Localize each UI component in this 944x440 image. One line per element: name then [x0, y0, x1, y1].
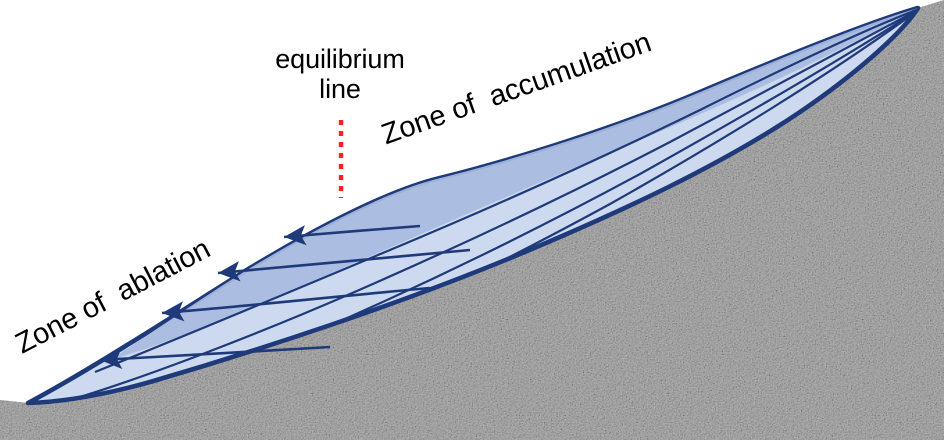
equilibrium-line-label: equilibrium line	[250, 44, 430, 104]
equilibrium-line-label-row1: equilibrium	[275, 44, 405, 74]
flow-line-1	[94, 8, 917, 374]
label-spacer	[478, 107, 493, 112]
flow-line-2	[69, 11, 915, 402]
flow-arrow-4	[99, 345, 331, 370]
flow-arrows	[99, 224, 471, 370]
accumulation-band	[110, 8, 918, 360]
equilibrium-line-label-row2: line	[319, 74, 361, 105]
label-spacer	[109, 302, 123, 309]
flow-arrow-1	[283, 224, 421, 246]
flow-arrow-2	[217, 248, 471, 282]
flow-arrow-3	[161, 286, 431, 322]
